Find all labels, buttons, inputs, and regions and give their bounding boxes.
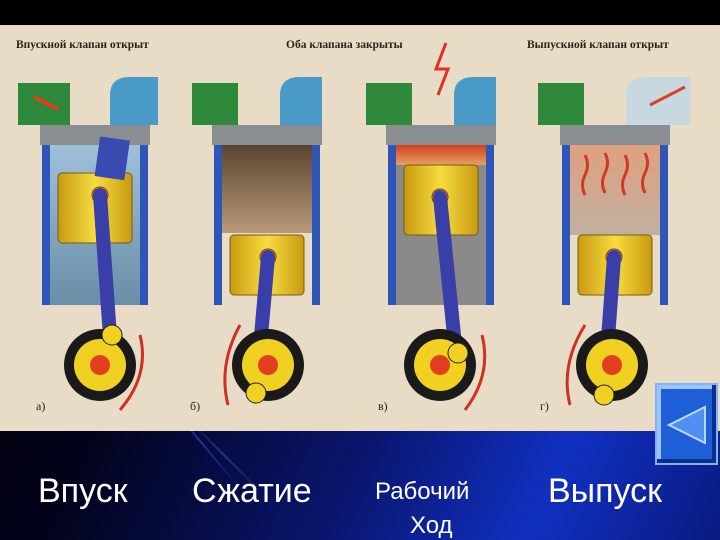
engine-stroke-diagram: Впускной клапан открыт Оба клапана закры… (0, 25, 720, 431)
label-power-line1: Рабочий (375, 478, 470, 505)
caption-exhaust-valve-open: Выпускной клапан открыт (527, 39, 669, 51)
top-bar (0, 0, 720, 25)
label-intake: Впуск (38, 472, 128, 510)
engine-power (366, 42, 496, 411)
back-button[interactable] (655, 383, 718, 465)
sublabel-c: в) (378, 399, 388, 413)
label-exhaust: Выпуск (548, 472, 663, 510)
triangle-left-icon (666, 405, 706, 445)
engine-compression (192, 77, 322, 406)
caption-both-valves-closed: Оба клапана закрыты (286, 39, 403, 51)
label-compression: Сжатие (192, 472, 312, 510)
diagram-art (18, 42, 690, 411)
engine-exhaust (538, 77, 690, 406)
engine-intake (18, 77, 158, 411)
label-power-line2: Ход (410, 512, 453, 539)
sublabel-a: а) (36, 399, 46, 413)
sublabel-b: б) (190, 399, 201, 413)
sublabel-d: г) (540, 399, 549, 413)
caption-intake-valve-open: Впускной клапан открыт (16, 39, 149, 51)
